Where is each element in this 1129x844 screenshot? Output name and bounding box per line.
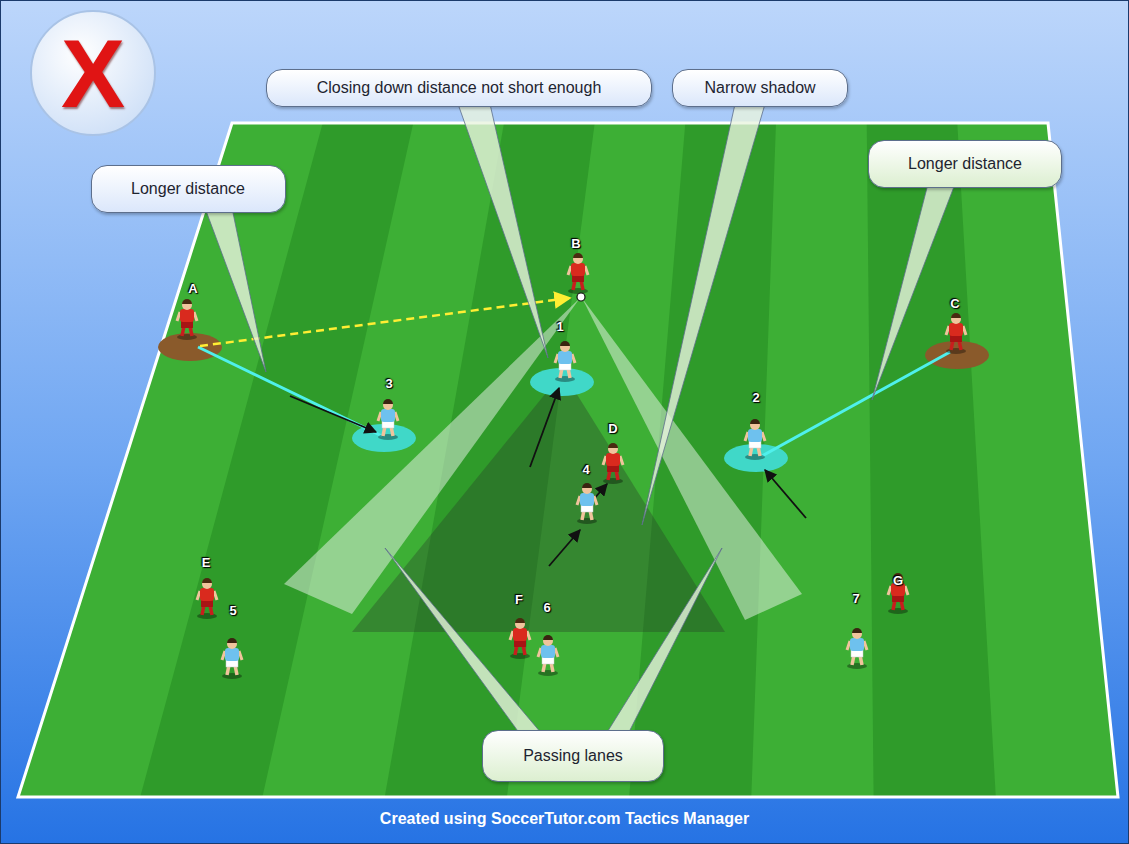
- callout-pointer: [385, 548, 542, 734]
- red-player: [946, 313, 966, 354]
- passing-lane: [284, 298, 580, 614]
- player-label: 3: [385, 377, 392, 390]
- red-player: [888, 573, 908, 614]
- blue-player: [847, 628, 867, 669]
- stripe: [140, 123, 413, 797]
- callout-text: Longer distance: [131, 179, 245, 198]
- player-label: B: [571, 237, 580, 250]
- player-label: F: [515, 593, 523, 606]
- pitch-line: [18, 123, 1118, 797]
- callout-pointer: [642, 104, 765, 525]
- player-label: A: [188, 282, 197, 295]
- red-player: [197, 578, 217, 619]
- red-player: [568, 253, 588, 294]
- movement-arrow: [765, 470, 806, 518]
- blue-player: [577, 483, 597, 524]
- player-label: C: [950, 297, 959, 310]
- highlight-ring: [925, 341, 989, 369]
- cross-circle: [31, 11, 155, 135]
- callout-text: Longer distance: [908, 154, 1022, 173]
- blue-player: [378, 399, 398, 440]
- red-player: [177, 299, 197, 340]
- callout-text: Closing down distance not short enough: [317, 78, 602, 97]
- callout-pointer: [458, 104, 548, 358]
- pitch-stripes: [140, 123, 996, 797]
- caption-text: Created using SoccerTutor.com Tactics Ma…: [0, 810, 1129, 828]
- ball: [577, 293, 585, 301]
- red-player: [603, 443, 623, 484]
- callout-pointer: [872, 184, 955, 400]
- cross-mark: X: [61, 26, 125, 122]
- movement-arrow: [549, 530, 580, 566]
- pitch: [18, 123, 1118, 797]
- movement-arrow: [290, 396, 376, 432]
- player-label: 5: [229, 604, 236, 617]
- callout-box: Longer distance: [868, 140, 1062, 188]
- stripe: [867, 123, 996, 797]
- callout-pointers: [205, 104, 955, 734]
- movement-arrow: [530, 388, 559, 467]
- callout-pointer: [205, 208, 266, 372]
- player-label: 1: [556, 320, 563, 333]
- callout-pointer: [606, 548, 722, 734]
- player-label: 6: [543, 601, 550, 614]
- callout-text: Narrow shadow: [704, 78, 815, 97]
- blue-player: [538, 635, 558, 676]
- player-label: D: [608, 422, 617, 435]
- callout-box: Passing lanes: [482, 730, 664, 782]
- callout-text: Passing lanes: [523, 746, 623, 765]
- distance-line: [762, 352, 950, 456]
- player-label: 2: [752, 391, 759, 404]
- callout-box: Narrow shadow: [672, 69, 848, 107]
- blue-player: [555, 341, 575, 382]
- player-label: G: [893, 574, 903, 587]
- player-label: E: [202, 556, 211, 569]
- callout-box: Closing down distance not short enough: [266, 69, 652, 107]
- players: [177, 253, 966, 679]
- distance-line: [198, 347, 382, 436]
- callout-box: Longer distance: [91, 165, 286, 213]
- blue-player: [745, 419, 765, 460]
- blue-player: [222, 638, 242, 679]
- player-label: 7: [852, 592, 859, 605]
- player-label: 4: [582, 463, 589, 476]
- red-player: [510, 618, 530, 659]
